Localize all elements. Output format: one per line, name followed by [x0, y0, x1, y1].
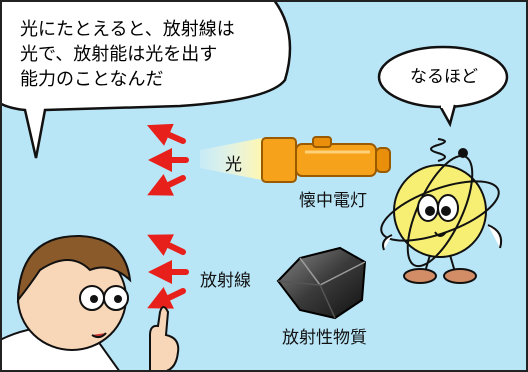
atom-character — [380, 138, 503, 284]
arrow-light-down — [147, 173, 186, 196]
speech-bubble-right — [377, 45, 509, 128]
left-bubble-line-3: 能力のことなんだ — [20, 69, 164, 90]
arrow-light-up — [147, 123, 186, 146]
radioactive-rock — [276, 246, 367, 320]
arrow-radiation-up — [147, 234, 186, 257]
speech-bubble-left — [0, 0, 292, 159]
flashlight — [200, 136, 391, 183]
light-arrows — [147, 123, 189, 196]
radiation-arrows — [147, 234, 189, 309]
scientist-character — [0, 234, 180, 372]
label-flashlight: 懐中電灯 — [299, 191, 367, 211]
right-bubble-text: なるほど — [410, 67, 478, 87]
left-bubble-line-1: 光にたとえると、放射線は — [20, 19, 235, 40]
arrow-radiation-down — [147, 286, 186, 309]
left-bubble-line-2: 光で、放射能は光を出す — [20, 44, 218, 65]
label-radioactive-material: 放射性物質 — [282, 328, 367, 348]
label-radiation: 放射線 — [200, 271, 251, 291]
label-light: 光 — [225, 155, 242, 175]
